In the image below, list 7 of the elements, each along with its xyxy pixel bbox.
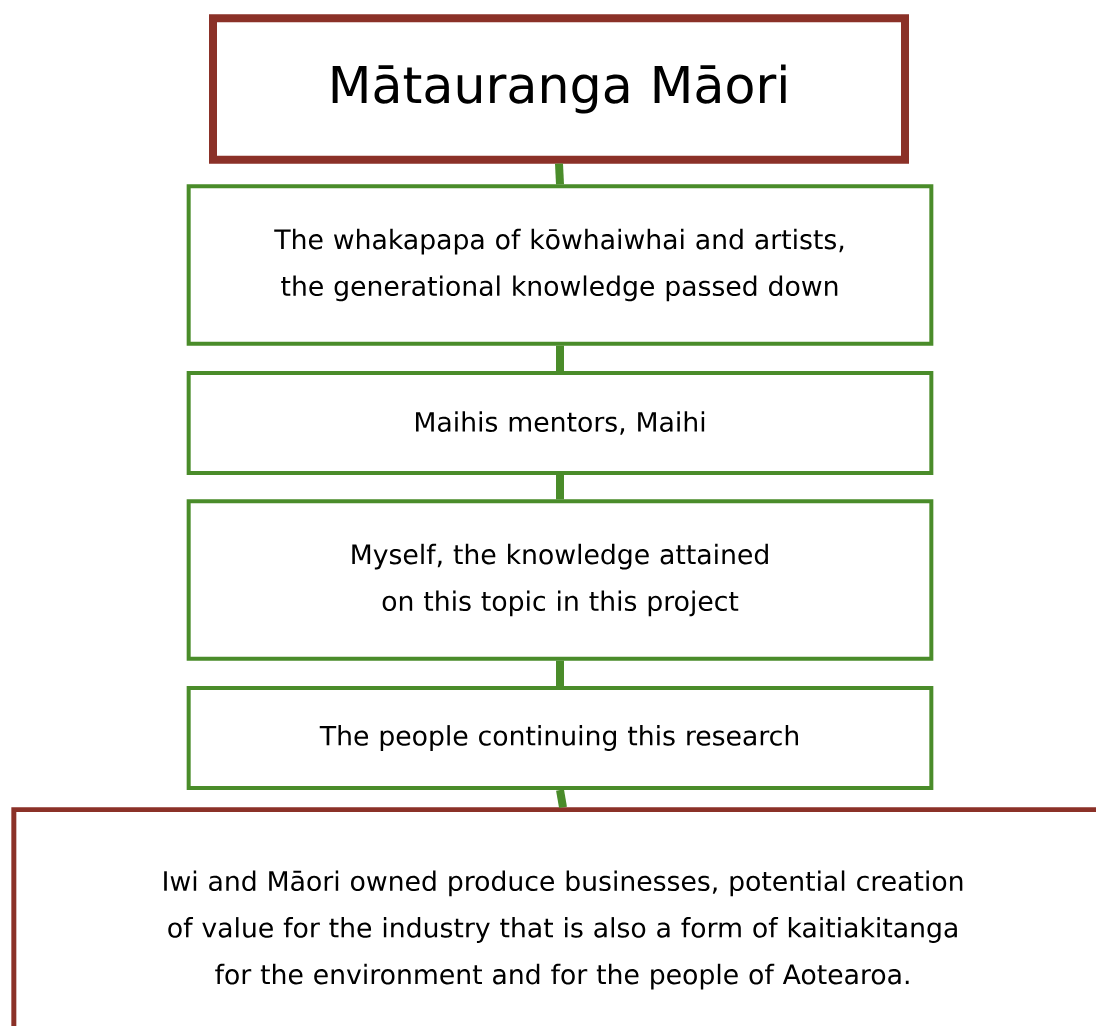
process-box: Maihis mentors, Maihi (186, 371, 934, 475)
process-box: The people continuing this research (186, 686, 934, 790)
process-box: Myself, the knowledge attained on this topic in this project (186, 499, 934, 661)
process-box: The whakapapa of kōwhaiwhai and artists, the generational knowledge passed down (186, 184, 934, 346)
connector-line (556, 789, 567, 809)
title-box: Mātauranga Māori (209, 14, 909, 164)
statement-box: Iwi and Māori owned produce businesses, potential creation of value for the industry that is also a form of kaitiakitanga for the environment and for the people of Aotearoa. (11, 807, 1096, 1026)
